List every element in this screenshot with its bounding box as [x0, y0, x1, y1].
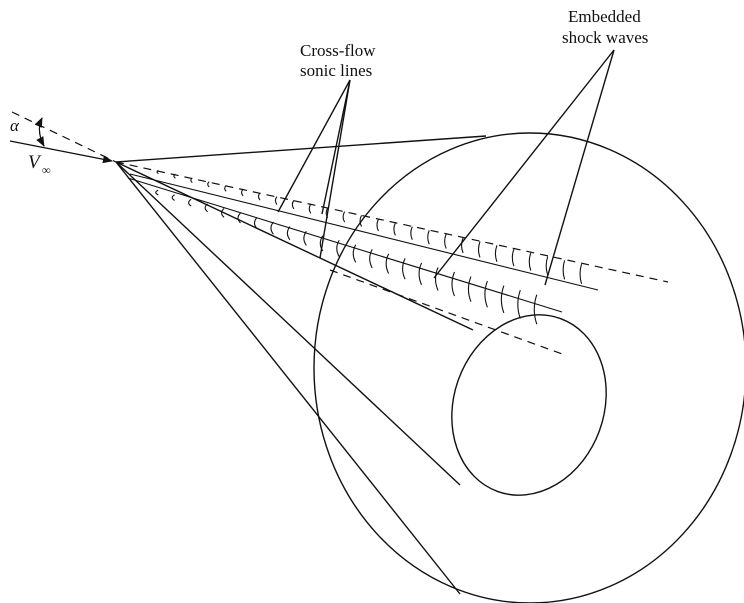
sonic-tick	[271, 222, 274, 234]
alpha-symbol: α	[10, 116, 20, 135]
sonic-tick	[287, 227, 290, 240]
angle-of-attack-arc-back	[39, 118, 44, 146]
sonic-tick	[394, 223, 396, 235]
sonic-tick	[411, 227, 413, 240]
sonic-tick	[436, 267, 439, 290]
sonic-band-upper-edge	[130, 174, 598, 290]
sonic-tick	[174, 174, 176, 178]
sonic-tick	[445, 234, 447, 248]
sonic-tick	[292, 200, 294, 209]
sonic-tick	[343, 212, 345, 223]
sonic-tick	[157, 170, 159, 173]
sonic-tick	[403, 258, 406, 279]
sonic-tick	[172, 195, 175, 201]
shock-lower-line	[116, 162, 460, 594]
sonic-tick	[191, 178, 193, 183]
sonic-tick	[238, 213, 241, 223]
label-crossflow-line1: Cross-flow	[300, 41, 376, 60]
sonic-tick	[479, 242, 481, 258]
sonic-tick	[468, 277, 471, 302]
shock-upper-line	[116, 136, 486, 162]
sonic-tick	[377, 219, 379, 231]
leader-embedded-1	[434, 50, 614, 278]
sonic-tick	[501, 286, 504, 313]
axis-dashed-lower	[330, 270, 565, 355]
sonic-tick	[208, 182, 210, 187]
sonic-tick	[419, 263, 422, 285]
sonic-line-ticks-upper	[157, 170, 582, 283]
sonic-tick	[462, 238, 464, 253]
sonic-tick	[512, 249, 514, 266]
sonic-tick	[518, 290, 521, 318]
sonic-tick	[534, 295, 537, 324]
sonic-tick	[485, 281, 488, 307]
cone-lower-line	[116, 162, 460, 485]
freestream-arrow	[10, 141, 112, 161]
leader-embedded-2	[545, 50, 614, 285]
sonic-tick	[495, 245, 497, 261]
sonic-tick	[529, 253, 531, 271]
sonic-tick	[452, 272, 455, 296]
sonic-tick	[386, 254, 389, 274]
sonic-tick	[259, 193, 261, 200]
v-infinity-subscript: ∞	[42, 163, 51, 177]
sonic-tick	[242, 189, 244, 196]
sonic-tick	[370, 249, 373, 268]
sonic-tick	[309, 204, 311, 213]
sonic-tick	[563, 260, 565, 279]
sonic-tick	[156, 190, 159, 195]
sonic-tick	[428, 230, 430, 244]
axis-dashed-upper	[116, 162, 668, 282]
sonic-tick	[580, 264, 582, 284]
outer-shock-ellipse	[314, 133, 744, 603]
v-symbol: V	[28, 152, 42, 173]
sonic-tick	[546, 257, 548, 275]
label-embedded-line2: shock waves	[562, 28, 648, 47]
label-crossflow-line2: sonic lines	[300, 61, 372, 80]
label-embedded-line1: Embedded	[568, 7, 641, 26]
sonic-tick	[189, 199, 192, 206]
sonic-tick	[225, 185, 227, 191]
sonic-tick	[275, 197, 277, 205]
